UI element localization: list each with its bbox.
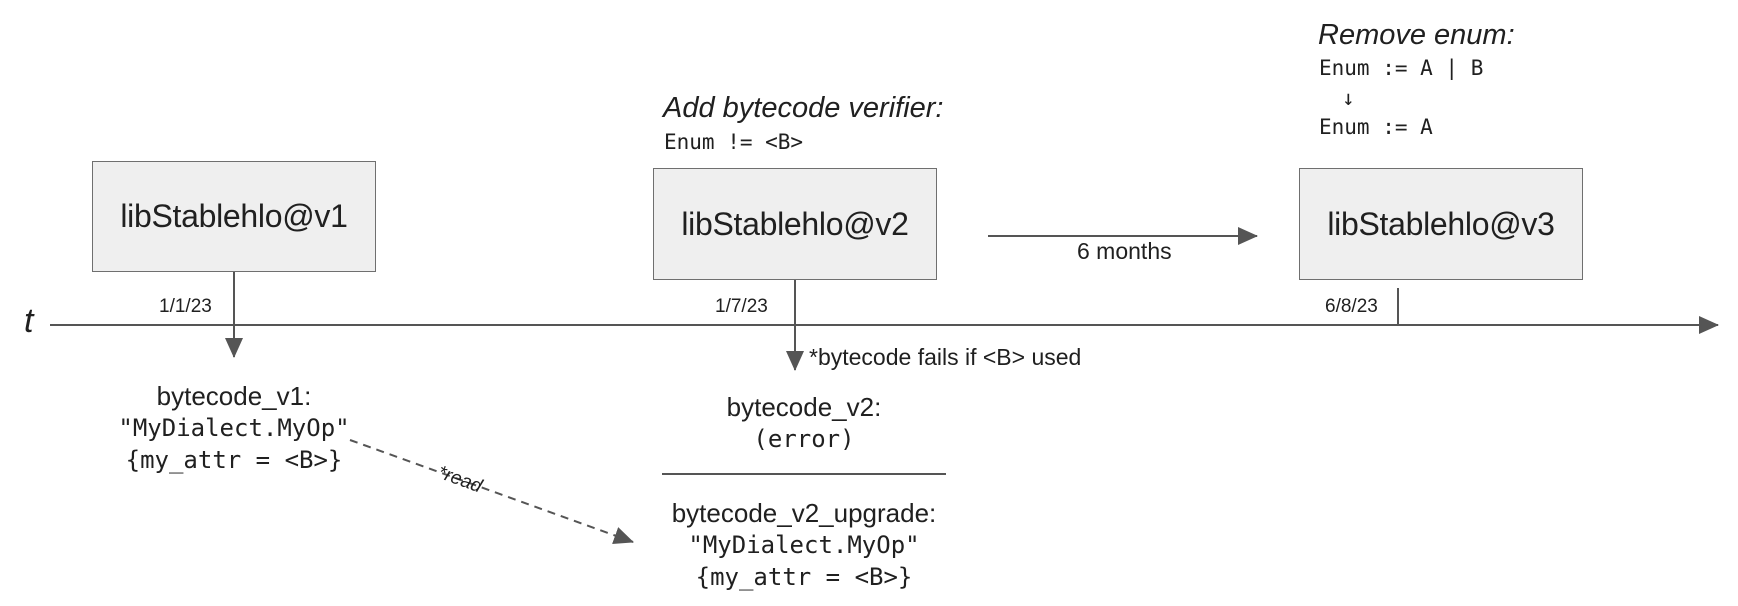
bytecode-v2-upgrade-block: bytecode_v2_upgrade: "MyDialect.MyOp" {m… <box>642 497 966 593</box>
bytecode-v2-upgrade-attr: {my_attr = <B>} <box>695 563 913 591</box>
bytecode-v2-title: bytecode_v2: <box>726 392 882 422</box>
bytecode-v1-attr: {my_attr = <B>} <box>125 446 343 474</box>
version-box-v2: libStablehlo@v2 <box>653 168 937 280</box>
bytecode-v2-result: (error) <box>753 425 855 453</box>
bytecode-v1-op: "MyDialect.MyOp" <box>118 414 350 442</box>
bytecode-v1-title: bytecode_v1: <box>156 381 312 411</box>
bytecode-v2-block: bytecode_v2: (error) <box>662 391 946 455</box>
v3-code-arrow: ↓ <box>1342 86 1355 110</box>
v3-change-heading: Remove enum: <box>1318 19 1515 51</box>
v2-failure-note: *bytecode fails if <B> used <box>809 344 1082 370</box>
bytecode-v2-upgrade-title: bytecode_v2_upgrade: <box>671 498 937 528</box>
timeline-axis-label: t <box>24 302 34 340</box>
version-box-v1: libStablehlo@v1 <box>92 161 376 272</box>
v3-code-after: Enum := A <box>1319 115 1433 139</box>
v2-change-heading: Add bytecode verifier: <box>663 92 944 124</box>
version-date-v1: 1/1/23 <box>159 296 212 317</box>
version-label-v1: libStablehlo@v1 <box>120 198 348 234</box>
version-date-v2: 1/7/23 <box>715 296 768 317</box>
v3-code-before: Enum := A | B <box>1319 56 1484 80</box>
duration-label: 6 months <box>1077 238 1172 264</box>
version-box-v3: libStablehlo@v3 <box>1299 168 1583 280</box>
bytecode-v1-block: bytecode_v1: "MyDialect.MyOp" {my_attr =… <box>114 380 354 476</box>
v2-change-code: Enum != <B> <box>664 130 804 154</box>
version-label-v3: libStablehlo@v3 <box>1327 205 1555 242</box>
read-dashed-arrow <box>349 439 634 545</box>
version-date-v3: 6/8/23 <box>1325 296 1378 317</box>
version-label-v2: libStablehlo@v2 <box>681 205 909 242</box>
bytecode-v2-upgrade-op: "MyDialect.MyOp" <box>688 531 920 559</box>
